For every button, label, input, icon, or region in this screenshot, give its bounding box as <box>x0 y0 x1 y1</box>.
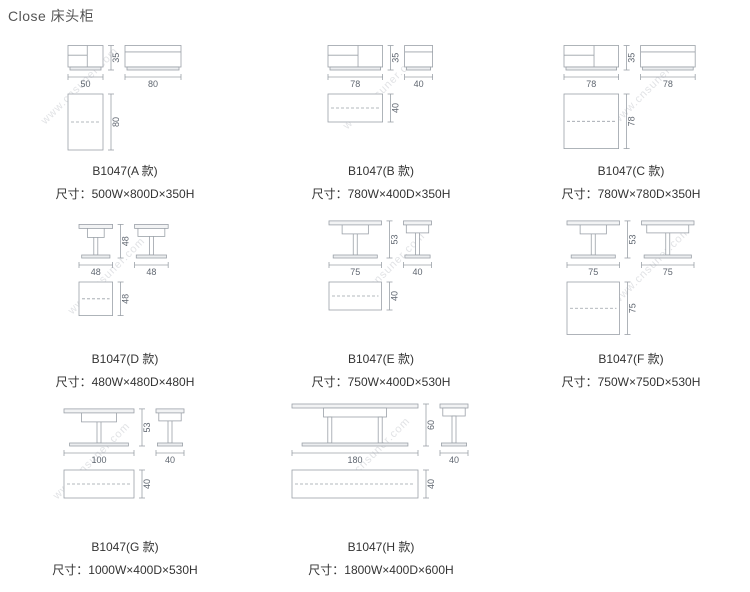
svg-text:48: 48 <box>147 267 157 277</box>
svg-text:40: 40 <box>426 479 436 489</box>
svg-text:48: 48 <box>91 267 101 277</box>
svg-text:75: 75 <box>588 267 598 277</box>
svg-text:48: 48 <box>121 294 131 304</box>
svg-text:78: 78 <box>587 79 597 89</box>
svg-text:40: 40 <box>413 79 423 89</box>
svg-text:53: 53 <box>627 234 637 244</box>
svg-text:40: 40 <box>165 455 175 465</box>
svg-text:53: 53 <box>142 422 152 432</box>
size-label: 尺寸：780W×400D×350H <box>311 187 451 201</box>
product-cell: 50 35 80 80 B1047(A 款) 尺寸：500W×800D×350H <box>0 24 250 206</box>
svg-text:48: 48 <box>121 236 131 246</box>
product-grid: 50 35 80 80 B1047(A 款) 尺寸：500W×800D×350H 78… <box>0 24 750 582</box>
svg-text:35: 35 <box>390 53 400 63</box>
size-label: 尺寸：1000W×400D×530H <box>52 563 198 577</box>
drawing: 48 48 48 48 <box>0 212 250 348</box>
model-label: B1047(B 款) <box>347 164 415 178</box>
svg-text:40: 40 <box>389 291 399 301</box>
size-label: 尺寸：780W×780D×350H <box>561 187 701 201</box>
svg-text:40: 40 <box>390 103 400 113</box>
size-label: 尺寸：1800W×400D×600H <box>308 563 454 577</box>
product-cell: 78 35 40 40 B1047(B 款) 尺寸：780W×400D×350H <box>250 24 512 206</box>
drawing: 78 35 78 78 <box>512 24 750 160</box>
svg-text:78: 78 <box>663 79 673 89</box>
svg-text:75: 75 <box>350 267 360 277</box>
svg-text:53: 53 <box>389 234 399 244</box>
svg-text:40: 40 <box>142 479 152 489</box>
svg-text:75: 75 <box>627 303 637 313</box>
product-cell: 78 35 78 78 B1047(C 款) 尺寸：780W×780D×350H <box>512 24 750 206</box>
product-cell: 180 60 40 40 B1047(H 款) 尺寸：1800W×400D×600H <box>250 400 512 582</box>
svg-text:50: 50 <box>80 79 90 89</box>
size-label: 尺寸：480W×480D×480H <box>55 375 195 389</box>
model-label: B1047(C 款) <box>597 164 665 178</box>
drawing: 75 53 40 40 <box>250 212 512 348</box>
drawing: 78 35 40 40 <box>250 24 512 160</box>
model-label: B1047(G 款) <box>91 540 159 554</box>
svg-text:40: 40 <box>449 455 459 465</box>
product-cell: 48 48 48 48 B1047(D 款) 尺寸：480W×480D×480H <box>0 212 250 394</box>
svg-text:60: 60 <box>426 420 436 430</box>
size-label: 尺寸：750W×750D×530H <box>561 375 701 389</box>
model-label: B1047(F 款) <box>598 352 664 366</box>
model-label: B1047(A 款) <box>92 164 158 178</box>
model-label: B1047(E 款) <box>347 352 415 366</box>
svg-text:80: 80 <box>111 117 121 127</box>
drawing: 180 60 40 40 <box>250 400 512 536</box>
svg-text:35: 35 <box>627 53 637 63</box>
svg-text:100: 100 <box>91 455 106 465</box>
model-label: B1047(D 款) <box>91 352 159 366</box>
svg-text:78: 78 <box>627 116 637 126</box>
size-label: 尺寸：500W×800D×350H <box>55 187 195 201</box>
drawing: 100 53 40 40 <box>0 400 250 536</box>
svg-text:180: 180 <box>347 455 362 465</box>
model-label: B1047(H 款) <box>347 540 415 554</box>
svg-text:78: 78 <box>350 79 360 89</box>
product-cell: 75 53 40 40 B1047(E 款) 尺寸：750W×400D×530H <box>250 212 512 394</box>
svg-text:40: 40 <box>412 267 422 277</box>
svg-text:35: 35 <box>111 53 121 63</box>
svg-text:80: 80 <box>147 79 157 89</box>
drawing: 50 35 80 80 <box>0 24 250 160</box>
product-cell: 75 53 75 75 B1047(F 款) 尺寸：750W×750D×530H <box>512 212 750 394</box>
page-title: Close 床头柜 <box>8 8 95 24</box>
product-cell: 100 53 40 40 B1047(G 款) 尺寸：1000W×400D×530H <box>0 400 250 582</box>
drawing: 75 53 75 75 <box>512 212 750 348</box>
size-label: 尺寸：750W×400D×530H <box>311 375 451 389</box>
svg-text:75: 75 <box>662 267 672 277</box>
